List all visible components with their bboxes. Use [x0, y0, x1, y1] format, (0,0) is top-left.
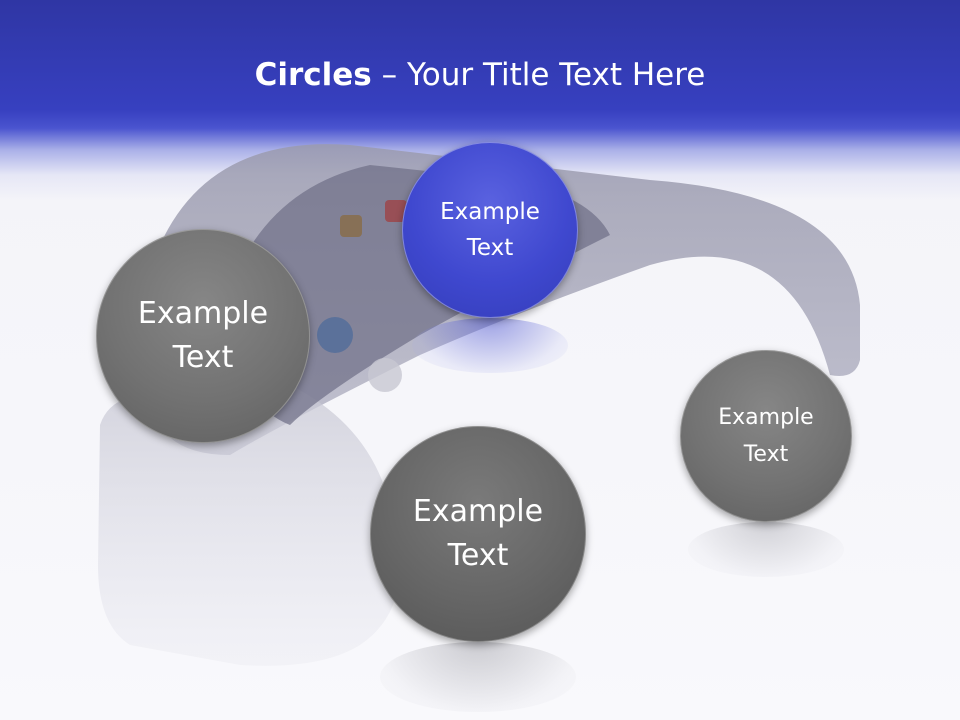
circle-left-line2: Text: [172, 340, 234, 375]
circle-right-line2: Text: [743, 442, 789, 467]
slide-title-rest: – Your Title Text Here: [371, 57, 706, 93]
circle-top-line2: Text: [466, 235, 514, 261]
slide-title-bold: Circles: [254, 57, 372, 93]
slide-title: Circles – Your Title Text Here: [0, 54, 960, 96]
circle-left-line1: Example: [137, 296, 269, 331]
circle-bottom-line1: Example: [412, 494, 544, 529]
circle-bottom-line2: Text: [447, 538, 509, 573]
circle-reflection: [380, 642, 576, 712]
circle-reflection: [412, 318, 568, 373]
circle-right-line1: Example: [718, 405, 814, 430]
circle-top-line1: Example: [440, 199, 540, 225]
circle-reflection: [688, 522, 844, 577]
